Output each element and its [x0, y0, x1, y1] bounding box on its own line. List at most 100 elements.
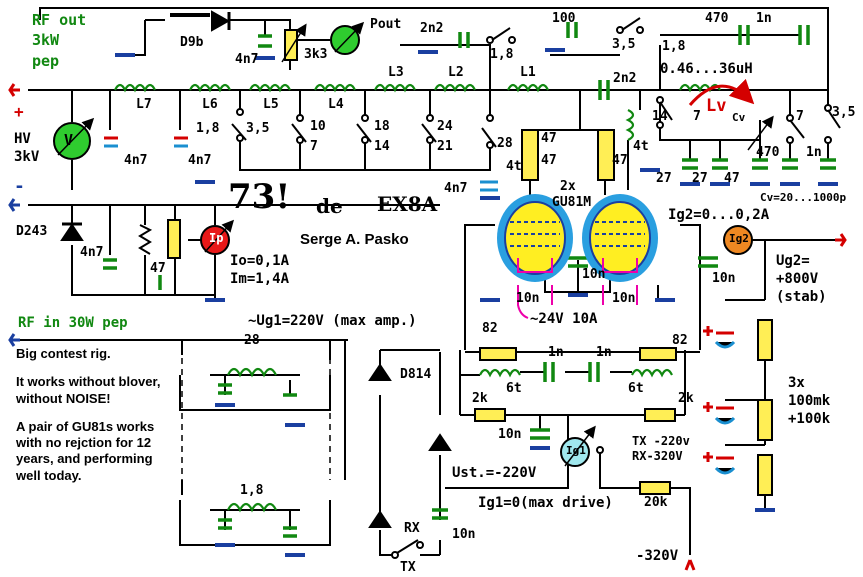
- d243-label: D243: [16, 224, 48, 239]
- c470-out-label: 470: [756, 145, 780, 160]
- inductor-l1: L1: [520, 65, 536, 80]
- c100-label: 100: [552, 11, 576, 26]
- c1n-grid-b: 1n: [596, 345, 612, 360]
- callsign-73: 73!: [228, 177, 291, 217]
- c27-b-label: 27: [692, 171, 708, 186]
- c4n7-top-label: 4n7: [235, 52, 259, 67]
- ug2-label: Ug2= +800V (stab): [776, 252, 827, 307]
- hv-voltage: 3kV: [14, 149, 40, 166]
- heater-supply: ~24V 10A: [530, 311, 598, 327]
- c1n-top-label: 1n: [756, 11, 772, 26]
- c10n-heater-a: 10n: [516, 291, 540, 306]
- inductor-l4: L4: [328, 97, 344, 112]
- ug1-label: ~Ug1=220V (max amp.): [248, 313, 417, 329]
- note-2: It works without blover, without NOISE!: [16, 374, 161, 406]
- header-station: EX8A: [377, 192, 438, 216]
- d814-label: D814: [400, 367, 432, 382]
- minus-sign: -: [14, 176, 25, 197]
- coil-6t-left: 6t: [506, 381, 522, 396]
- r20k-label: 20k: [644, 495, 668, 510]
- pout-label: Pout: [370, 17, 402, 32]
- r47-hv-label: 47: [150, 261, 166, 276]
- c10n-tube-label: 10n: [582, 267, 606, 282]
- plus-sign: +: [14, 102, 24, 121]
- c1n-grid-a: 1n: [548, 345, 564, 360]
- input-band-28: 28: [244, 333, 260, 348]
- ip-meter-label: Ip: [209, 231, 224, 245]
- band-35-label: 3,5: [246, 121, 270, 136]
- r82-right-label: 82: [672, 333, 688, 348]
- c10n-g1-label: 10n: [498, 427, 522, 442]
- rf-out-line: RF out: [32, 11, 87, 29]
- band-18m-label: 18: [374, 119, 390, 134]
- c4n7-hv-label: 4n7: [80, 245, 104, 260]
- band-18-out: 1,8: [662, 39, 686, 54]
- c470-top-label: 470: [705, 11, 729, 26]
- band-24-label: 24: [437, 119, 453, 134]
- choke-4t-left: 4t: [506, 159, 522, 174]
- header-de: de: [316, 194, 343, 218]
- note-1: Big contest rig.: [16, 346, 111, 361]
- ig1-drive: Ig1=0(max drive): [478, 495, 613, 511]
- rx-label: RX: [404, 521, 420, 536]
- io-current: Io=0,1A: [230, 253, 290, 269]
- r47-lower-label: 47: [541, 153, 557, 168]
- r82-left-label: 82: [482, 321, 498, 336]
- lv-label: Lv: [706, 96, 727, 116]
- resistor-chain: 3x 100mk +100k: [788, 374, 830, 429]
- tube-type: GU81M: [552, 195, 592, 210]
- tx-bias: TX -220v: [632, 434, 690, 448]
- coil-6t-right: 6t: [628, 381, 644, 396]
- band-14-out: 14: [652, 109, 668, 124]
- band-10-label: 10: [310, 119, 326, 134]
- c10n-bias-label: 10n: [452, 527, 476, 542]
- tube-count: 2x: [560, 179, 576, 194]
- c2n2-top-label: 2n2: [420, 21, 444, 36]
- c1n-out-label: 1n: [806, 145, 822, 160]
- resistor-value-a: 100mk: [788, 393, 831, 410]
- ig2-meter-label: Ig2: [729, 232, 749, 245]
- hv-label: HV 3kV: [14, 130, 39, 166]
- cv-range-label: Cv=20...1000p: [760, 191, 847, 204]
- neg320-label: -320V: [636, 548, 679, 564]
- c10n-heater-b: 10n: [612, 291, 636, 306]
- voltmeter-label: V: [64, 131, 74, 149]
- rx-bias: RX-320V: [632, 449, 683, 463]
- rf-in-label: RF in 30W pep: [18, 315, 128, 331]
- band-14-label: 14: [374, 139, 390, 154]
- note-3: A pair of GU81s works with no rejction f…: [16, 418, 155, 483]
- band-35-top: 3,5: [612, 37, 636, 52]
- inductor-l3: L3: [388, 65, 404, 80]
- input-band-18: 1,8: [240, 483, 264, 498]
- r47-upper-label: 47: [541, 131, 557, 146]
- band-7-right: 7: [796, 109, 804, 124]
- notes-block: Big contest rig. It works without blover…: [16, 346, 176, 496]
- band-7-out: 7: [693, 109, 701, 124]
- inductor-l6: L6: [202, 97, 218, 112]
- band-18-top: 1,8: [490, 47, 514, 62]
- lv-range-label: 0.46...36uH: [660, 61, 753, 77]
- c4n7-out-label: 4n7: [444, 181, 468, 196]
- band-18-label: 1,8: [196, 121, 220, 136]
- tx-rx-bias: TX -220v RX-320V: [632, 434, 690, 464]
- c2n2-anode-label: 2n2: [613, 71, 637, 86]
- c4n7-l6-label: 4n7: [188, 153, 212, 168]
- ug2-voltage: +800V: [776, 271, 819, 288]
- inductor-l5: L5: [263, 97, 279, 112]
- d9b-label: D9b: [180, 35, 204, 50]
- band-7-label: 7: [310, 139, 318, 154]
- rf-out-label: RF out 3kW pep: [32, 10, 86, 71]
- c10n-g2-label: 10n: [712, 271, 736, 286]
- inductor-l7: L7: [136, 97, 152, 112]
- ig1-meter-label: Ig1: [566, 444, 586, 457]
- tx-label: TX: [400, 560, 416, 575]
- inductor-l2: L2: [448, 65, 464, 80]
- ust-label: Ust.=-220V: [452, 465, 537, 481]
- band-35-right: 3,5: [832, 105, 856, 120]
- cv-label: Cv: [732, 111, 746, 124]
- author-name: Serge A. Pasko: [300, 231, 409, 248]
- r47-right-label: 47: [612, 153, 628, 168]
- rf-out-power: 3kW: [32, 31, 60, 50]
- r2k-left-label: 2k: [472, 391, 488, 406]
